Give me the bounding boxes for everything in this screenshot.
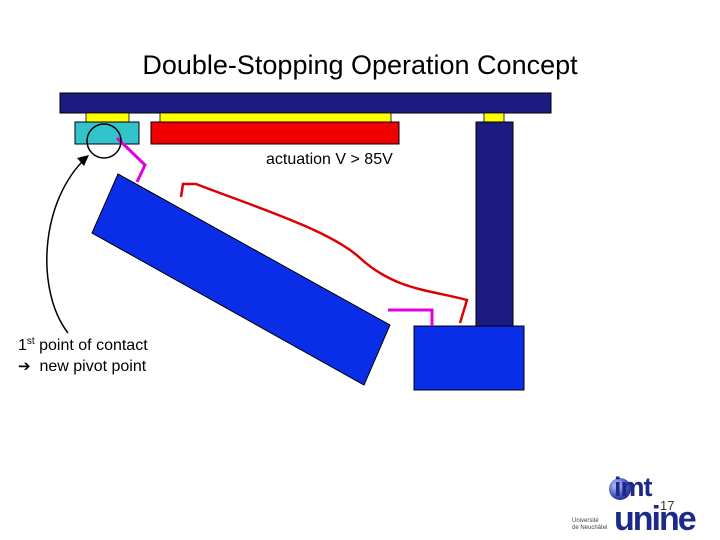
right-post: [475, 121, 514, 333]
spacer-left: [85, 112, 130, 123]
contact-annotation: 1st point of contact ➔ new pivot point: [18, 335, 148, 377]
actuation-label: actuation V > 85V: [266, 151, 393, 168]
logo-imt-text: imt: [614, 472, 652, 502]
spacer-middle: [159, 112, 392, 123]
bottom-block: [413, 325, 525, 391]
page-number: 17: [660, 498, 675, 513]
wire-electrode: [179, 182, 469, 324]
tilted-cantilever: [91, 173, 391, 386]
electrode-bar: [150, 121, 400, 145]
institution-logo: imt unine Université de Neuchâtel: [568, 470, 718, 540]
top-anchor-beam: [59, 92, 552, 114]
contact-text: point of contact: [34, 337, 148, 354]
contact-number: 1: [18, 337, 27, 354]
orb-icon: [609, 478, 631, 500]
slide-title: Double-Stopping Operation Concept: [142, 50, 578, 80]
contact-arrow: [46, 156, 88, 334]
right-arrow-icon: ➔: [18, 357, 31, 375]
wire-stopper: [115, 136, 147, 183]
logo-unine-text: unine: [614, 500, 697, 538]
contact-superscript: st: [26, 336, 35, 347]
wire-bottom: [388, 308, 434, 326]
pivot-text: new pivot point: [39, 358, 147, 375]
pivot-line: ➔ new pivot point: [18, 356, 148, 377]
logo-university-text: Université de Neuchâtel: [572, 518, 607, 532]
contact-line: 1st point of contact: [18, 335, 148, 356]
stopper-block: [74, 121, 140, 145]
spacer-right: [483, 112, 505, 123]
arrowhead-icon: [77, 155, 89, 166]
logo-small-line1: Université: [572, 518, 599, 524]
logo-small-line2: de Neuchâtel: [572, 525, 608, 531]
contact-point-circle: [86, 123, 122, 159]
